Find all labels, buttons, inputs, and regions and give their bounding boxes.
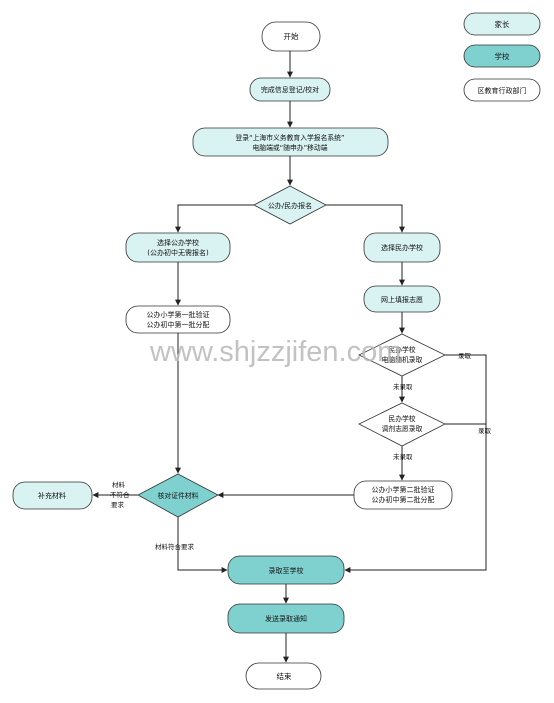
edge-type-to-public <box>175 204 254 233</box>
online-fill-label: 网上填报志愿 <box>381 295 423 304</box>
supplement-label: 补充材料 <box>38 491 66 500</box>
legend: 家长 学校 区教育行政部门 <box>463 12 541 102</box>
private-adjust-diamond <box>358 402 446 447</box>
edge-verify-to-admitted <box>177 517 228 573</box>
supplement-node <box>12 481 93 510</box>
legend-school-swatch <box>463 44 541 68</box>
legend-district-label: 区教育行政部门 <box>478 86 527 95</box>
choose-public-node <box>125 232 231 263</box>
public-second-line2: 公办初中第二批分配 <box>372 495 435 504</box>
private-adjust-line1: 民办学校 <box>388 414 415 423</box>
edges <box>92 51 487 663</box>
complete-info-node <box>249 77 331 102</box>
private-lottery-line1: 民办学校 <box>388 345 415 354</box>
choose-type-label: 公办/民办报名 <box>268 201 312 210</box>
private-adjust-line2: 调剂志愿录取 <box>382 424 423 433</box>
start-node <box>261 21 321 52</box>
end-label: 结束 <box>277 671 292 681</box>
label-material-fail-3: 要求 <box>111 500 125 509</box>
public-first-line2: 公办初中第一批分配 <box>147 320 210 329</box>
legend-parent-swatch <box>463 12 541 36</box>
label-material-fail-1: 材料 <box>112 480 126 489</box>
send-notice-node <box>227 603 345 634</box>
public-first-line1: 公办小学第一批验证 <box>147 310 210 319</box>
choose-private-label: 选择民办学校 <box>381 243 423 252</box>
start-label: 开始 <box>284 31 299 41</box>
public-second-node <box>353 480 453 510</box>
send-notice-label: 发送录取通知 <box>265 614 307 623</box>
watermark: www.shjzzjifen.com <box>149 336 401 368</box>
login-node <box>192 127 389 157</box>
choose-type-diamond <box>253 185 327 225</box>
edge-lottery-admitted <box>344 354 487 573</box>
edge-labels: 未录取 未录取 录取 录取 材料 不符合 要求 材料符合要求 <box>110 352 492 551</box>
label-material-ok: 材料符合要求 <box>155 542 195 551</box>
private-lottery-line2: 电脑随机录取 <box>382 355 423 364</box>
public-first-node <box>125 305 231 334</box>
login-label-line2: 电脑端或“随申办”移动端 <box>252 143 327 152</box>
legend-district-swatch <box>463 78 541 102</box>
complete-info-label: 完成信息登记/校对 <box>261 85 319 94</box>
admitted-label: 录取至学校 <box>269 566 304 575</box>
nodes: 开始 完成信息登记/校对 登录“上海市义务教育入学报名系统” 电脑端或“随申办”… <box>12 21 453 690</box>
online-fill-node <box>363 285 441 313</box>
public-second-line1: 公办小学第二批验证 <box>372 485 435 494</box>
verify-materials-diamond <box>137 473 219 518</box>
edge-type-to-private <box>326 204 405 233</box>
label-admitted-2: 录取 <box>478 427 492 435</box>
legend-parent-label: 家长 <box>495 19 510 29</box>
label-not-admitted-2: 未录取 <box>393 452 413 461</box>
legend-school-label: 学校 <box>495 51 510 61</box>
private-lottery-diamond <box>358 333 446 377</box>
verify-materials-label: 核对证件材料 <box>158 491 199 500</box>
end-node <box>245 662 322 690</box>
choose-public-line1: 选择公办学校 <box>157 238 199 247</box>
label-material-fail-2: 不符合 <box>110 490 130 499</box>
admitted-node <box>227 555 345 585</box>
choose-public-line2: (公办初中无需报名) <box>147 248 209 257</box>
label-not-admitted-1: 未录取 <box>393 382 413 391</box>
label-admitted-1: 录取 <box>458 352 472 360</box>
choose-private-node <box>363 232 441 263</box>
login-label-line1: 登录“上海市义务教育入学报名系统” <box>236 133 345 142</box>
